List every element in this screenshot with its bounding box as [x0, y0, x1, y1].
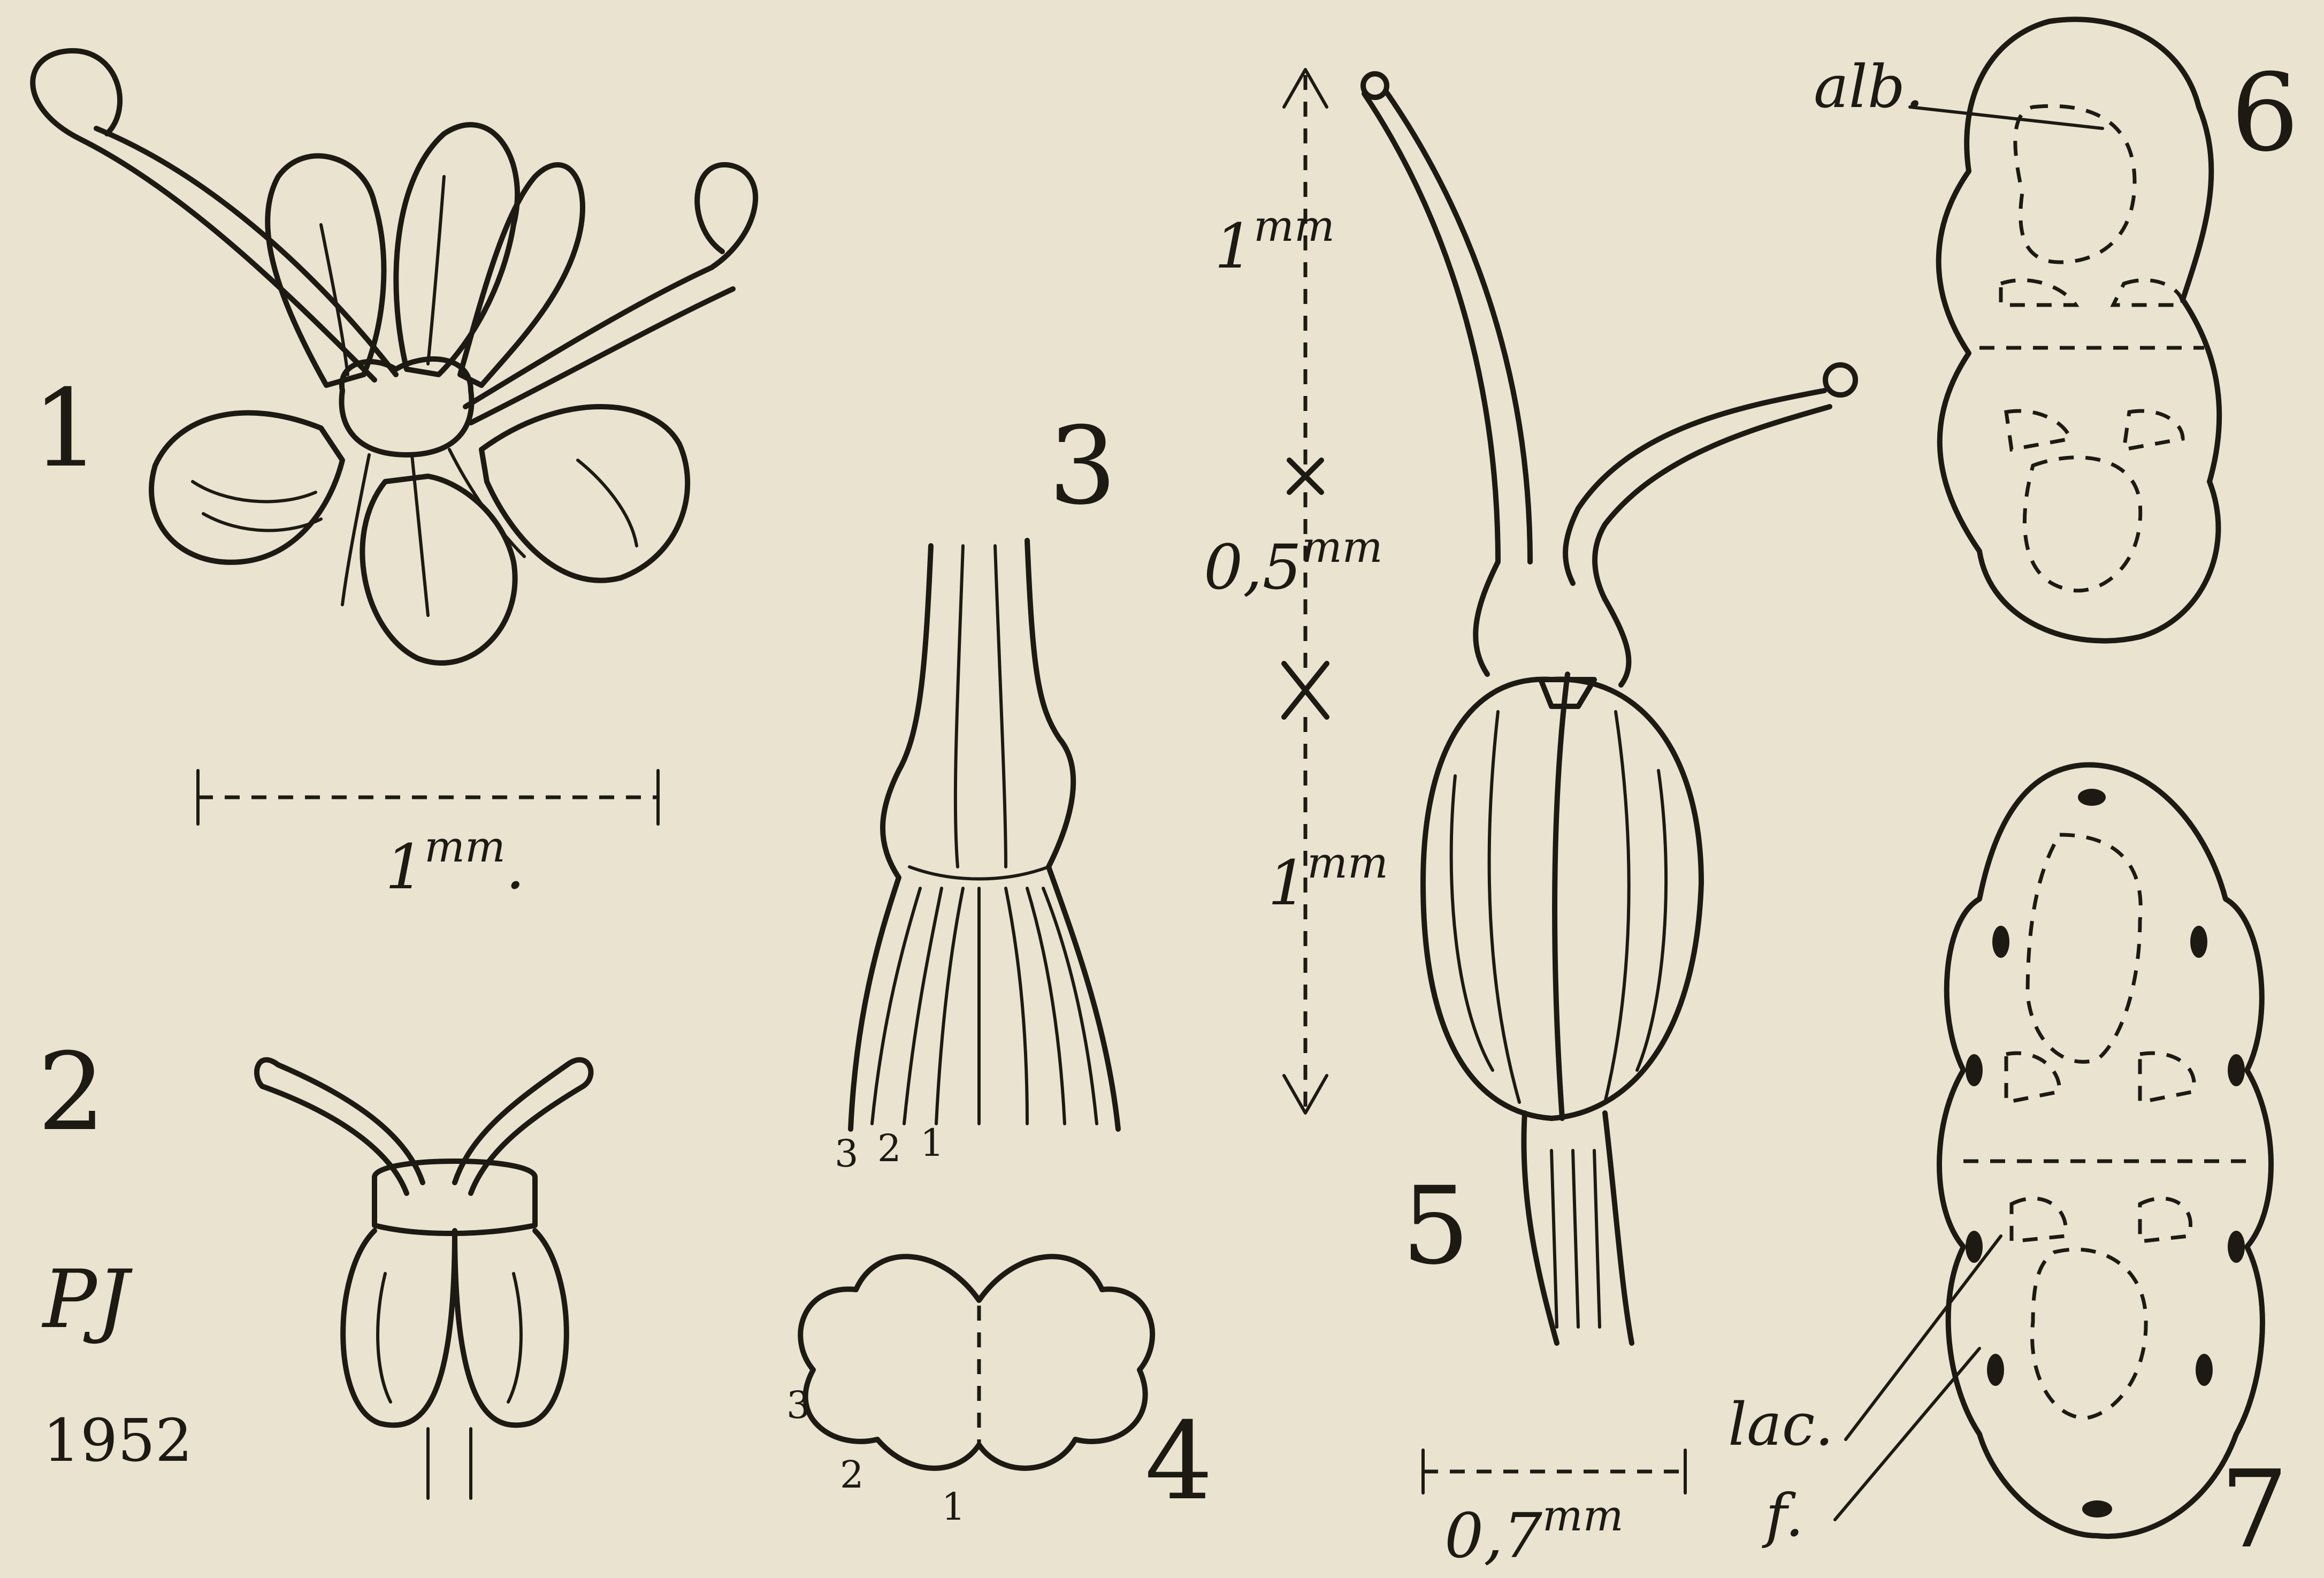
figure-3-label-1: 1 — [920, 1121, 944, 1165]
figure-4-number: 4 — [1145, 1399, 1213, 1524]
figure-5-pistil: 1mm 0,5mm 1mm 5 0,7mm — [1204, 70, 1855, 1572]
figure-3-label-3: 3 — [835, 1132, 859, 1176]
artist-monogram: PJ — [41, 1253, 133, 1346]
figure-2-ovary: 2 PJ 1952 — [37, 1030, 591, 1498]
figure-3-staminal-tube: 3 3 2 1 — [835, 404, 1118, 1176]
figure-5-dim-1: 1mm — [1214, 201, 1335, 283]
figure-7-number: 7 — [2220, 1447, 2288, 1572]
figure-2-number: 2 — [37, 1030, 105, 1155]
figure-5-scale-label: 0,7mm — [1444, 1491, 1624, 1572]
figure-7-seed: lac. f. 7 — [1728, 765, 2288, 1572]
figure-6-label-alb: alb. — [1814, 52, 1924, 121]
figure-4-label-2: 2 — [840, 1453, 864, 1497]
plate-year: 1952 — [43, 1406, 193, 1475]
figure-7-label-lac: lac. — [1728, 1390, 1833, 1459]
figure-7-label-f: f. — [1762, 1481, 1804, 1550]
figure-4-cross-section: 3 2 1 4 — [786, 1256, 1213, 1529]
figure-5-dim-2: 0,5mm — [1204, 522, 1383, 604]
figure-1-flower: 1 1mm. — [32, 51, 755, 903]
figure-3-number: 3 — [1049, 404, 1117, 529]
figure-6-seed: alb. 6 — [1814, 19, 2299, 641]
figure-1-scale-label: 1mm. — [385, 822, 525, 903]
figure-4-label-3: 3 — [786, 1383, 811, 1427]
figure-5-number: 5 — [1402, 1164, 1470, 1289]
figure-5-dim-3: 1mm — [1268, 838, 1388, 919]
figure-1-number: 1 — [32, 367, 100, 491]
figure-6-number: 6 — [2231, 51, 2299, 176]
figure-4-label-1: 1 — [942, 1485, 966, 1529]
figure-3-label-2: 2 — [877, 1126, 901, 1170]
